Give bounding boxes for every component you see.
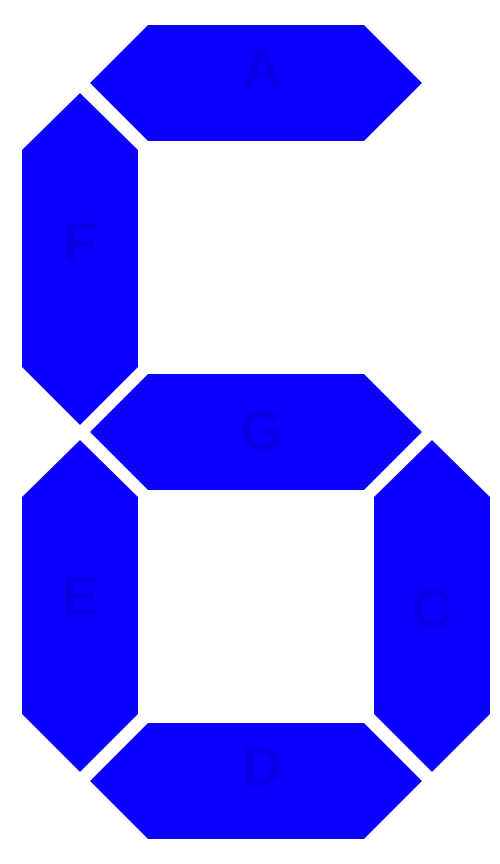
segment-g-label: G [240, 399, 284, 462]
segment-f: F [22, 93, 138, 425]
segment-g: G [90, 374, 422, 490]
segment-e-label: E [61, 565, 98, 628]
segment-e: E [22, 440, 138, 772]
segment-a: A [90, 25, 422, 141]
segment-c-label: C [412, 577, 452, 640]
segment-d-label: D [242, 735, 282, 798]
segment-d: D [90, 723, 422, 839]
segment-d-shape [90, 723, 422, 839]
segment-c: C [374, 440, 490, 772]
segment-f-shape [22, 93, 138, 425]
segment-e-shape [22, 440, 138, 772]
segment-f-label: F [63, 211, 97, 274]
segment-a-shape [90, 25, 422, 141]
segment-g-shape [90, 374, 422, 490]
segment-a-label: A [242, 37, 282, 100]
segment-c-shape [374, 440, 490, 772]
